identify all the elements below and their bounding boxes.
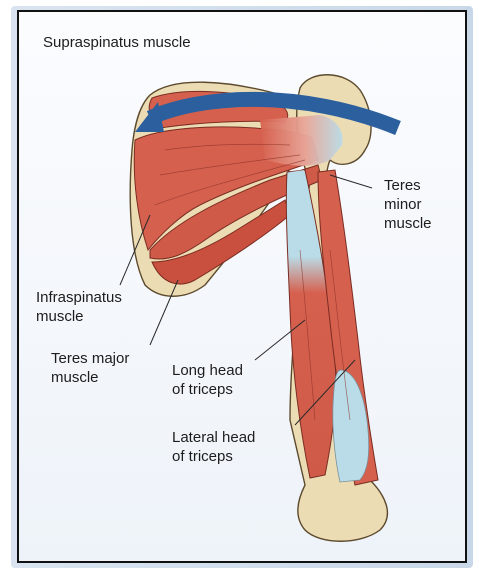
label-lateral-head: Lateral head of triceps <box>172 428 255 466</box>
label-teres-major: Teres major muscle <box>51 349 129 387</box>
rotator-tendon <box>260 115 343 166</box>
label-teres-minor: Teres minor muscle <box>384 176 432 233</box>
label-supraspinatus: Supraspinatus muscle <box>43 33 191 52</box>
label-long-head: Long head of triceps <box>172 361 243 399</box>
label-infraspinatus: Infraspinatus muscle <box>36 288 122 326</box>
